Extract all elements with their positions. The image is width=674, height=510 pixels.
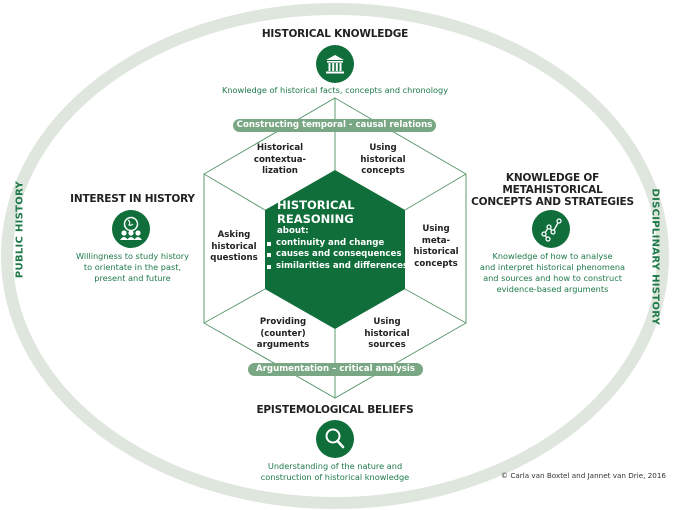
cell-line: Using <box>373 317 401 327</box>
inner-hexagon <box>265 170 405 329</box>
bullet-item: continuity and change <box>267 238 417 250</box>
spoke-right-upper <box>404 173 467 211</box>
desc-line: construction of historical knowledge <box>260 472 410 482</box>
heading-line: KNOWLEDGE OF <box>505 172 600 184</box>
cell-line: Using <box>369 143 397 153</box>
cell-line: Historical <box>256 143 304 153</box>
center-title-line: HISTORICAL <box>277 198 355 212</box>
outer-ring <box>1 3 669 509</box>
disciplinary-history-label: DISCIPLINARY HISTORY <box>649 188 661 326</box>
cell-line: historical <box>413 247 459 257</box>
desc-line: Willingness to study history <box>75 251 190 261</box>
cell-line: Providing <box>259 317 307 327</box>
cell-line: contextua- <box>253 154 307 165</box>
cell-line: arguments <box>256 340 310 350</box>
historical-knowledge-description: Knowledge of historical facts, concepts … <box>221 85 449 95</box>
desc-line: evidence-based arguments <box>496 284 609 294</box>
historical-knowledge-heading: HISTORICAL KNOWLEDGE <box>261 28 409 40</box>
historical-reasoning-core: HISTORICAL REASONING about: continuity a… <box>267 198 437 272</box>
cell-line: concepts <box>361 166 405 176</box>
desc-line: and sources and how to construct <box>483 273 622 283</box>
spoke-left-upper <box>203 173 266 211</box>
desc-line: and interpret historical phenomena <box>479 262 626 272</box>
bullet-item: causes and consequences <box>267 249 417 261</box>
cell-line: sources <box>368 340 406 350</box>
interest-in-history-description: Willingness to study history to orientat… <box>55 251 210 284</box>
museum-icon <box>326 55 344 74</box>
cell-line: Using <box>422 224 450 234</box>
desc-line: Knowledge of how to analyse <box>492 251 613 261</box>
metahistorical-description: Knowledge of how to analyse and interpre… <box>470 251 635 295</box>
constructing-relations-pill: Constructing temporal - causal relations <box>233 119 436 132</box>
heading-line: METAHISTORICAL <box>502 184 603 196</box>
cell-line: questions <box>210 253 258 263</box>
cell-line: historical <box>211 241 257 252</box>
cell-using-historical-sources: Using historical sources <box>347 317 427 352</box>
heading-line: CONCEPTS AND STRATEGIES <box>471 196 634 208</box>
historical-knowledge-badge <box>316 45 354 83</box>
public-history-label: PUBLIC HISTORY <box>14 180 26 279</box>
interest-in-history-badge <box>112 210 150 248</box>
desc-line: present and future <box>94 273 171 283</box>
cell-line: historical <box>364 328 410 339</box>
cell-asking-historical-questions: Asking historical questions <box>202 230 266 265</box>
spoke-left-lower <box>203 288 266 324</box>
network-nodes-icon <box>541 218 562 242</box>
cell-using-metahistorical-concepts: Using meta- historical concepts <box>404 224 468 270</box>
bullet-item: similarities and differences <box>267 261 417 273</box>
center-title-line: REASONING <box>277 212 354 226</box>
epistemological-beliefs-description: Understanding of the nature and construc… <box>225 461 445 483</box>
globe-people-icon <box>120 216 142 240</box>
spoke-right-lower <box>404 288 467 324</box>
desc-line: to orientate in the past, <box>83 262 182 272</box>
metahistorical-heading: KNOWLEDGE OF METAHISTORICAL CONCEPTS AND… <box>470 172 635 208</box>
epistemological-beliefs-heading: EPISTEMOLOGICAL BELIEFS <box>256 404 414 416</box>
center-about: about: <box>277 226 309 236</box>
center-bullets: continuity and change causes and consequ… <box>267 238 417 273</box>
cell-line: meta- <box>421 235 451 246</box>
argumentation-pill: Argumentation – critical analysis <box>248 363 423 376</box>
magnifier-icon <box>325 428 345 449</box>
cell-line: (counter) <box>260 328 306 339</box>
cell-line: concepts <box>414 258 458 269</box>
copyright-notice: © Carla van Boxtel and Jannet van Drie, … <box>500 471 666 480</box>
epistemological-beliefs-badge <box>316 420 354 458</box>
metahistorical-badge <box>532 210 570 248</box>
cell-line: historical <box>360 154 406 165</box>
cell-providing-counter-arguments: Providing (counter) arguments <box>243 317 323 352</box>
desc-line: Understanding of the nature and <box>267 461 403 471</box>
interest-in-history-heading: INTEREST IN HISTORY <box>70 193 195 205</box>
cell-using-historical-concepts: Using historical concepts <box>343 143 423 178</box>
cell-historical-contextualization: Historical contextua- lization <box>240 143 320 178</box>
cell-line: lization <box>262 166 298 176</box>
cell-line: Asking <box>217 230 251 240</box>
